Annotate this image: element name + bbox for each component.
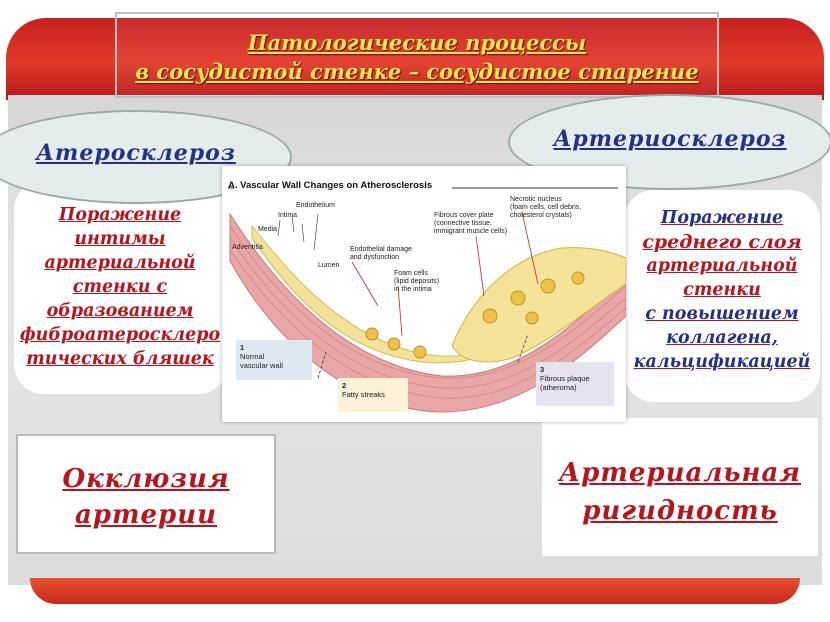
stage-1-number: 1	[240, 343, 245, 352]
occlusion-line-2: артерии	[74, 500, 218, 530]
stage-3-number: 3	[540, 365, 545, 374]
label-foam-3: in the intima	[394, 286, 432, 293]
stage-2-line-1: Fatty streaks	[342, 390, 385, 399]
right-line-7: кальцификацией	[633, 352, 811, 372]
stage-3-line-2: (atheroma)	[540, 383, 577, 392]
right-line-5: с повышением	[645, 304, 799, 324]
atherosclerosis-label: Атеросклероз	[36, 140, 236, 166]
title-line-2: в сосудистой стенке – сосудистое старени…	[135, 59, 699, 84]
label-media: Media	[258, 226, 278, 233]
stage-1-line-2: vascular wall	[240, 361, 283, 370]
label-fibrous-1: Fibrous cover plate	[434, 212, 494, 219]
stage-2-box: 2 Fatty streaks	[338, 378, 408, 412]
right-line-2: среднего слоя	[642, 231, 802, 253]
left-line-2: интимы	[74, 229, 166, 249]
label-lumen: Lumen	[318, 262, 340, 269]
left-line-6: фиброатеросклеро	[19, 325, 221, 345]
label-fibrous-3: immigrant muscle cells)	[434, 228, 508, 235]
occlusion-line-1: Окклюзия	[62, 464, 230, 494]
label-endothelial-1: Endothelial damage	[350, 246, 412, 253]
label-intima: Intima	[278, 212, 298, 219]
bottom-band	[30, 578, 800, 604]
left-line-4: стенки с	[72, 277, 168, 297]
rigidity-line-2: ригидность	[582, 496, 778, 526]
label-adventitia: Adventitia	[232, 244, 263, 251]
right-line-6: коллагена,	[666, 328, 778, 348]
label-fibrous-2: (connective tissue,	[434, 220, 492, 227]
header-banner	[6, 18, 824, 100]
stage-3-box: 3 Fibrous plaque (atheroma)	[536, 362, 614, 406]
label-necrotic-3: cholesterol crystals)	[510, 212, 572, 219]
arteriosclerosis-ellipse: Артериосклероз	[508, 94, 830, 190]
label-endothelium: Endothelium	[296, 202, 335, 209]
figure-title: A. Vascular Wall Changes on Atherosclero…	[228, 180, 433, 191]
label-endothelial-2: and dysfunction	[350, 254, 400, 261]
right-line-1: Поражение	[660, 208, 784, 228]
label-necrotic-1: Necrotic nucleus	[510, 196, 562, 203]
title-line-1: Патологические процессы	[247, 30, 587, 55]
right-text-panel	[624, 190, 820, 402]
left-line-3: артериальной	[44, 253, 196, 273]
left-line-5: образованием	[46, 301, 194, 321]
stage-1-box: 1 Normal vascular wall	[236, 340, 312, 380]
left-text-panel	[14, 180, 228, 394]
left-line-1: Поражение	[58, 205, 182, 225]
left-line-7: тических бляшек	[26, 349, 214, 369]
arteriosclerosis-label: Артериосклероз	[553, 126, 787, 152]
vascular-wall-figure: A. Vascular Wall Changes on Atherosclero…	[222, 166, 626, 422]
label-necrotic-2: (foam cells, cell debris,	[510, 204, 582, 211]
rigidity-line-1: Артериальная	[558, 458, 801, 488]
label-foam-1: Foam cells	[394, 270, 428, 277]
stage-1-line-1: Normal	[240, 352, 265, 361]
title-box: Патологические процессы в сосудистой сте…	[115, 12, 719, 98]
right-description: Поражение среднего слоя артериальной сте…	[624, 206, 820, 374]
label-foam-2: (lipid deposits)	[394, 278, 440, 285]
occlusion-box: Окклюзия артерии	[16, 434, 276, 554]
rigidity-box: Артериальная ригидность	[542, 418, 818, 556]
left-description: Поражение интимы артериальной стенки с о…	[14, 203, 226, 371]
right-line-3: артериальной	[646, 256, 798, 276]
right-line-4: стенки	[683, 280, 761, 300]
stage-3-line-1: Fibrous plaque	[540, 374, 590, 383]
stage-2-number: 2	[342, 381, 347, 390]
